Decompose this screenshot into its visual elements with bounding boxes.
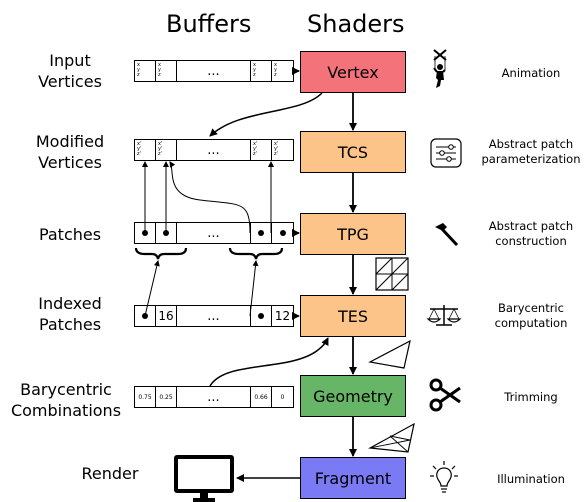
shaders-header: Shaders [307,10,405,38]
grid-icon [375,257,409,291]
brace-right [228,247,284,260]
label-render: Render [81,464,139,483]
tcs-stage: TCS [300,131,406,173]
scale-icon [426,305,462,326]
brace-left [134,247,188,260]
modified-vertices-buffer: x'y'z' x'y'z' ... x'y'z' x'y'z' [134,139,294,161]
fragment-stage: Fragment [300,457,406,499]
arrow-barycentric-to-tes [209,337,329,387]
label-trimming: Trimming [504,390,558,404]
puppet-icon [433,49,447,88]
triangle-split-icon [368,422,415,453]
geometry-stage: Geometry [300,375,406,417]
buffers-header: Buffers [166,10,252,38]
scissors-icon [429,378,461,412]
triangle-icon [368,339,411,369]
pointer-index-1 [144,260,160,317]
arrow-vertex-to-modified [209,92,323,137]
indexed-patches-buffer: 16 ... 12 [134,305,294,327]
barycentric-buffer: 0.75 0.25 ... 0.66 0 [134,386,294,408]
label-patches: Patches [38,225,102,244]
vertex-stage: Vertex [300,51,406,93]
sliders-icon [430,138,462,168]
label-illumination: Illumination [497,472,565,486]
lightbulb-icon [430,461,458,493]
hammer-icon [435,223,459,247]
pointer-3 [169,161,251,234]
label-animation: Animation [501,66,561,80]
pointer-index-2 [249,260,259,317]
tpg-stage: TPG [300,213,406,255]
tes-stage: TES [300,295,406,337]
monitor-icon [174,455,234,502]
